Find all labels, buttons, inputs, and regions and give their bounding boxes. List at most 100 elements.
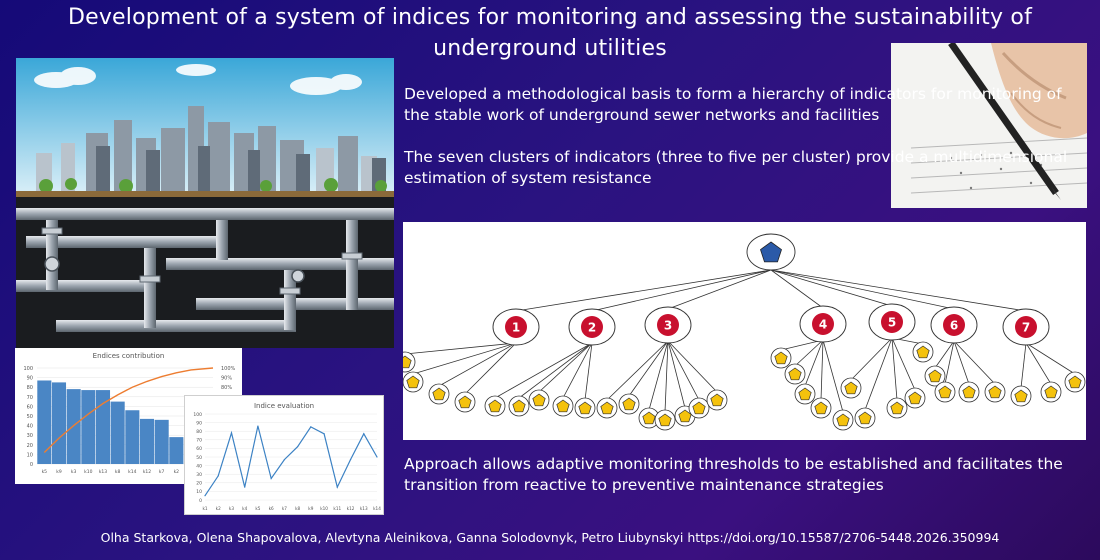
cumulative-line xyxy=(43,367,214,454)
bar xyxy=(81,390,96,464)
pentagon-icon xyxy=(814,401,828,415)
cluster-edge xyxy=(628,340,669,397)
x-tick-label: k8 xyxy=(115,469,121,475)
chart-title: Endices contribution xyxy=(92,352,165,360)
cluster-edge xyxy=(464,342,517,395)
pentagon-icon xyxy=(432,387,446,401)
indicator-node xyxy=(1040,381,1062,403)
indicator-node xyxy=(934,381,956,403)
x-tick-label: k7 xyxy=(282,506,287,511)
data-point xyxy=(257,425,259,427)
x-tick-label: k1 xyxy=(202,506,207,511)
indicator-node xyxy=(840,377,862,399)
x-tick-label: k13 xyxy=(360,506,368,511)
indicator-node xyxy=(618,393,640,415)
y-tick-label: 10 xyxy=(196,489,202,495)
x-tick-label: k4 xyxy=(242,506,247,511)
y-tick-label: 40 xyxy=(27,424,33,430)
pentagon-icon xyxy=(458,395,472,409)
cluster-edge xyxy=(648,340,669,411)
cluster-number: 2 xyxy=(588,321,596,335)
paragraph-approach: Approach allows adaptive monitoring thre… xyxy=(404,455,1063,494)
cluster-edge xyxy=(412,342,517,375)
y-tick-label: 20 xyxy=(196,481,202,487)
bar xyxy=(95,390,111,464)
pentagon-icon xyxy=(512,399,526,413)
city-pipes-illustration xyxy=(16,58,394,348)
indicator-node xyxy=(810,397,832,419)
indicator-node xyxy=(706,389,728,411)
data-point xyxy=(217,475,219,477)
cluster-number: 3 xyxy=(664,319,672,333)
pentagon-icon xyxy=(844,381,858,395)
bar xyxy=(37,380,52,464)
cluster-edge xyxy=(953,340,996,385)
cluster-edge xyxy=(606,340,669,401)
x-tick-label: k10 xyxy=(84,469,92,475)
pentagon-icon xyxy=(836,413,850,427)
cluster-edge xyxy=(864,337,893,411)
indicator-node xyxy=(912,341,934,363)
indicator-node xyxy=(770,347,792,369)
root-edge xyxy=(770,269,824,309)
cluster-node: 4 xyxy=(799,305,847,343)
bar xyxy=(51,382,67,464)
cluster-edge xyxy=(667,340,700,401)
root-edge xyxy=(667,269,772,310)
cluster-badge xyxy=(581,316,603,338)
indicator-node xyxy=(428,383,450,405)
cluster-edge xyxy=(794,339,824,367)
cluster-badge xyxy=(505,316,527,338)
cluster-badge xyxy=(657,314,679,336)
pentagon-icon xyxy=(774,351,788,365)
cluster-node: 7 xyxy=(1002,308,1050,346)
pentagon-icon xyxy=(938,385,952,399)
data-point xyxy=(204,495,206,497)
y-tick-label: 50 xyxy=(27,414,33,420)
writing-hand-photo xyxy=(891,43,1087,208)
data-point xyxy=(323,433,325,435)
x-tick-label: k6 xyxy=(269,506,274,511)
chart-title: Indice evaluation xyxy=(253,402,315,410)
y-tick-label: 100 xyxy=(193,412,202,418)
indicator-node xyxy=(924,365,946,387)
pentagon-icon xyxy=(658,413,672,427)
cluster-node: 3 xyxy=(644,306,692,344)
pentagon-icon xyxy=(1044,385,1058,399)
data-point xyxy=(270,477,272,480)
indicator-node xyxy=(454,391,476,413)
indicator-node xyxy=(784,363,806,385)
bar xyxy=(139,418,155,464)
x-tick-label: k11 xyxy=(333,506,341,511)
indicator-node xyxy=(904,387,926,409)
bar xyxy=(125,410,140,464)
pentagon-icon xyxy=(858,411,872,425)
y-tick-label: 40 xyxy=(196,463,202,469)
indicator-node xyxy=(552,395,574,417)
y-tick-label: 0 xyxy=(30,462,33,468)
bar xyxy=(169,437,184,464)
cluster-edge xyxy=(804,339,824,387)
y-tick-label: 30 xyxy=(27,433,33,439)
pentagon-icon xyxy=(916,345,930,359)
indicator-node xyxy=(688,397,710,419)
indicator-node xyxy=(638,407,660,429)
data-point xyxy=(310,426,312,428)
root-edge xyxy=(591,269,772,312)
x-tick-label: k14 xyxy=(128,469,136,475)
paragraph-clusters: The seven clusters of indicators (three … xyxy=(404,148,1068,187)
data-point xyxy=(297,446,299,448)
paragraph-hierarchy: Developed a methodological basis to form… xyxy=(404,85,1062,124)
y-tick-label: 60 xyxy=(27,404,33,410)
cluster-edge xyxy=(780,339,824,351)
cluster-edge xyxy=(1025,342,1076,375)
cluster-edge xyxy=(820,339,824,401)
cluster-number: 7 xyxy=(1022,321,1030,335)
pentagon-icon xyxy=(678,409,692,423)
data-point xyxy=(376,456,378,458)
y2-tick-label: 90% xyxy=(221,376,232,382)
x-tick-label: k8 xyxy=(295,506,300,511)
y-tick-label: 70 xyxy=(196,438,202,444)
tree-edges xyxy=(404,269,1076,413)
